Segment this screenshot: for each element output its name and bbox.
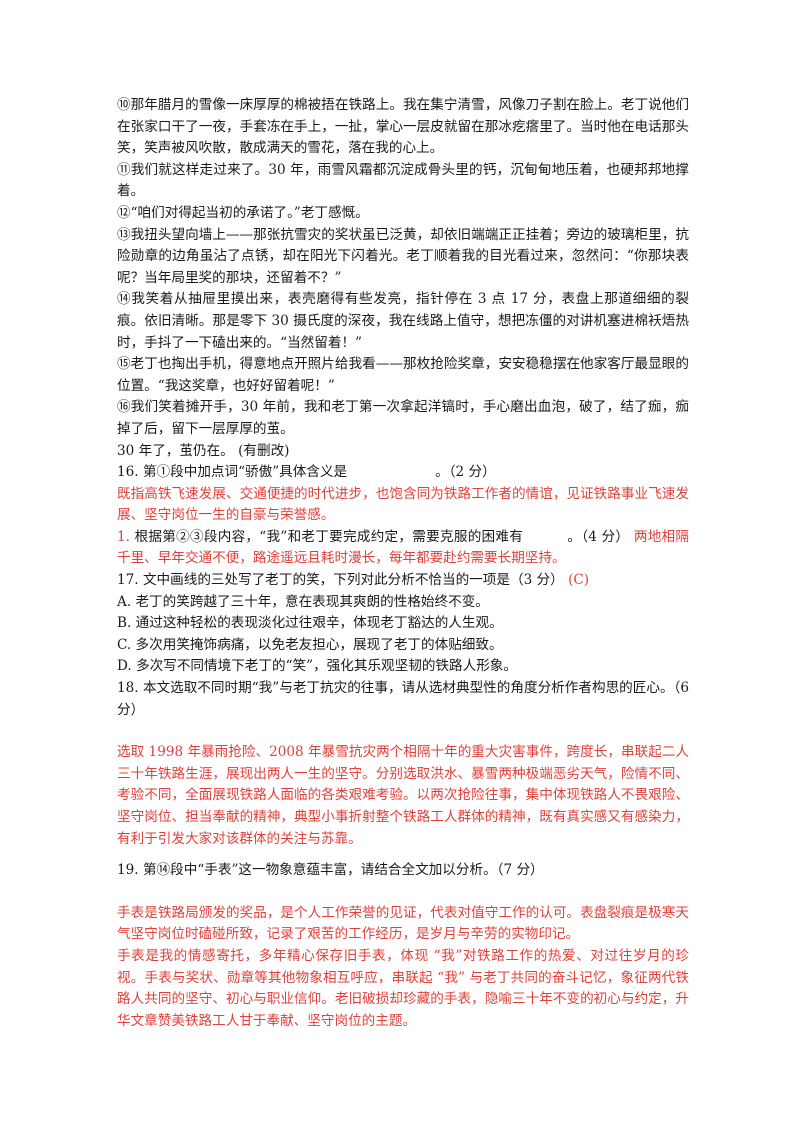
question-17-label: 17. 文中画线的三处写了老丁的笑，下列对此分析不恰当的一项是（3 分） [117,572,564,589]
paragraph-12: ⑫“咱们对得起当初的承诺了。”老丁感慨。 [117,204,369,221]
paragraph-14: ⑭我笑着从抽屉里摸出来，表壳磨得有些发亮，指针停在 3 点 17 分，表盘上那道… [117,291,689,351]
paragraph-13: ⑬我扭头望向墙上——那张抗雪灾的奖状虽已泛黄，却依旧端端正正挂着；旁边的玻璃柜里… [117,226,689,286]
paragraph-11: ⑪我们就这样走过来了。30 年，雨雪风霜都沉淀成骨头里的钙，沉甸甸地压着，也硬邦… [117,161,689,200]
question-18: 18. 本文选取不同时期“我”与老丁抗灾的往事，请从选材典型性的角度分析作者构思… [117,680,689,718]
paragraph-16: ⑯我们笑着摊开手，30 年前，我和老丁第一次拿起洋镐时，手心磨出血泡，破了，结了… [117,399,689,437]
answer-1: 两地相隔千里、早年交通不便，路途遥远且耗时漫长，每年都要赴约需要长期坚持。 [117,528,690,567]
option-d: D. 多次写不同情境下老丁的“笑”，强化其乐观坚韧的铁路人形象。 [117,658,517,675]
answer-18: 选取 1998 年暴雨抢险、2008 年暴雪抗灾两个相隔十年的重大灾害事件，跨度… [117,744,689,847]
question-19: 19. 第⑭段中“手表”这一物象意蕴丰富，请结合全文加以分析。（7 分） [117,862,544,879]
question-1-number: 1. [117,528,130,545]
document-content: ⑩那年腊月的雪像一床厚厚的棉被捂在铁路上。我在集宁清雪，风像刀子割在脸上。老丁说… [117,95,689,1032]
answer-19-part-1: 手表是铁路局颁发的奖品，是个人工作荣誉的见证，代表对值守工作的认可。表盘裂痕是极… [117,904,689,943]
option-b: B. 通过这种轻松的表现淡化过往艰辛，体现老丁豁达的人生观。 [117,615,503,632]
question-16-label: 16. 第①段中加点词“骄傲”具体含义是 [117,464,348,481]
option-a: A. 老丁的笑跨越了三十年，意在表现其爽朗的性格始终不变。 [117,593,489,610]
question-1-score: 。（4 分） [567,528,630,545]
paragraph-closing: 30 年了，茧仍在。 (有删改) [117,442,290,459]
paragraph-15: ⑮老丁也掏出手机，得意地点开照片给我看——那枚抢险奖章，安安稳稳摆在他家客厅最显… [117,356,689,394]
paragraph-10: ⑩那年腊月的雪像一床厚厚的棉被捂在铁路上。我在集宁清雪，风像刀子割在脸上。老丁说… [117,97,689,157]
answer-19-part-2: 手表是我的情感寄托，多年精心保存旧手表，体现 “我”对铁路工作的热爱、对过往岁月… [117,947,689,1029]
option-c: C. 多次用笑掩饰病痛，以免老友担心，展现了老丁的体贴细致。 [117,636,503,653]
question-16-score: 。（2 分） [435,464,496,481]
question-16: 16. 第①段中加点词“骄傲”具体含义是 。（2 分） [117,462,689,484]
question-1: 1. 根据第②③段内容，“我”和老丁要完成约定，需要克服的困难有 。（4 分） 两… [117,527,689,570]
question-17: 17. 文中画线的三处写了老丁的笑，下列对此分析不恰当的一项是（3 分） (C) [117,570,689,592]
answer-17: (C) [568,572,590,589]
answer-16: 既指高铁飞速发展、交通便捷的时代进步，也饱含同为铁路工作者的情谊，见证铁路事业飞… [117,485,689,524]
question-1-label: 根据第②③段内容，“我”和老丁要完成约定，需要克服的困难有 [134,528,524,545]
